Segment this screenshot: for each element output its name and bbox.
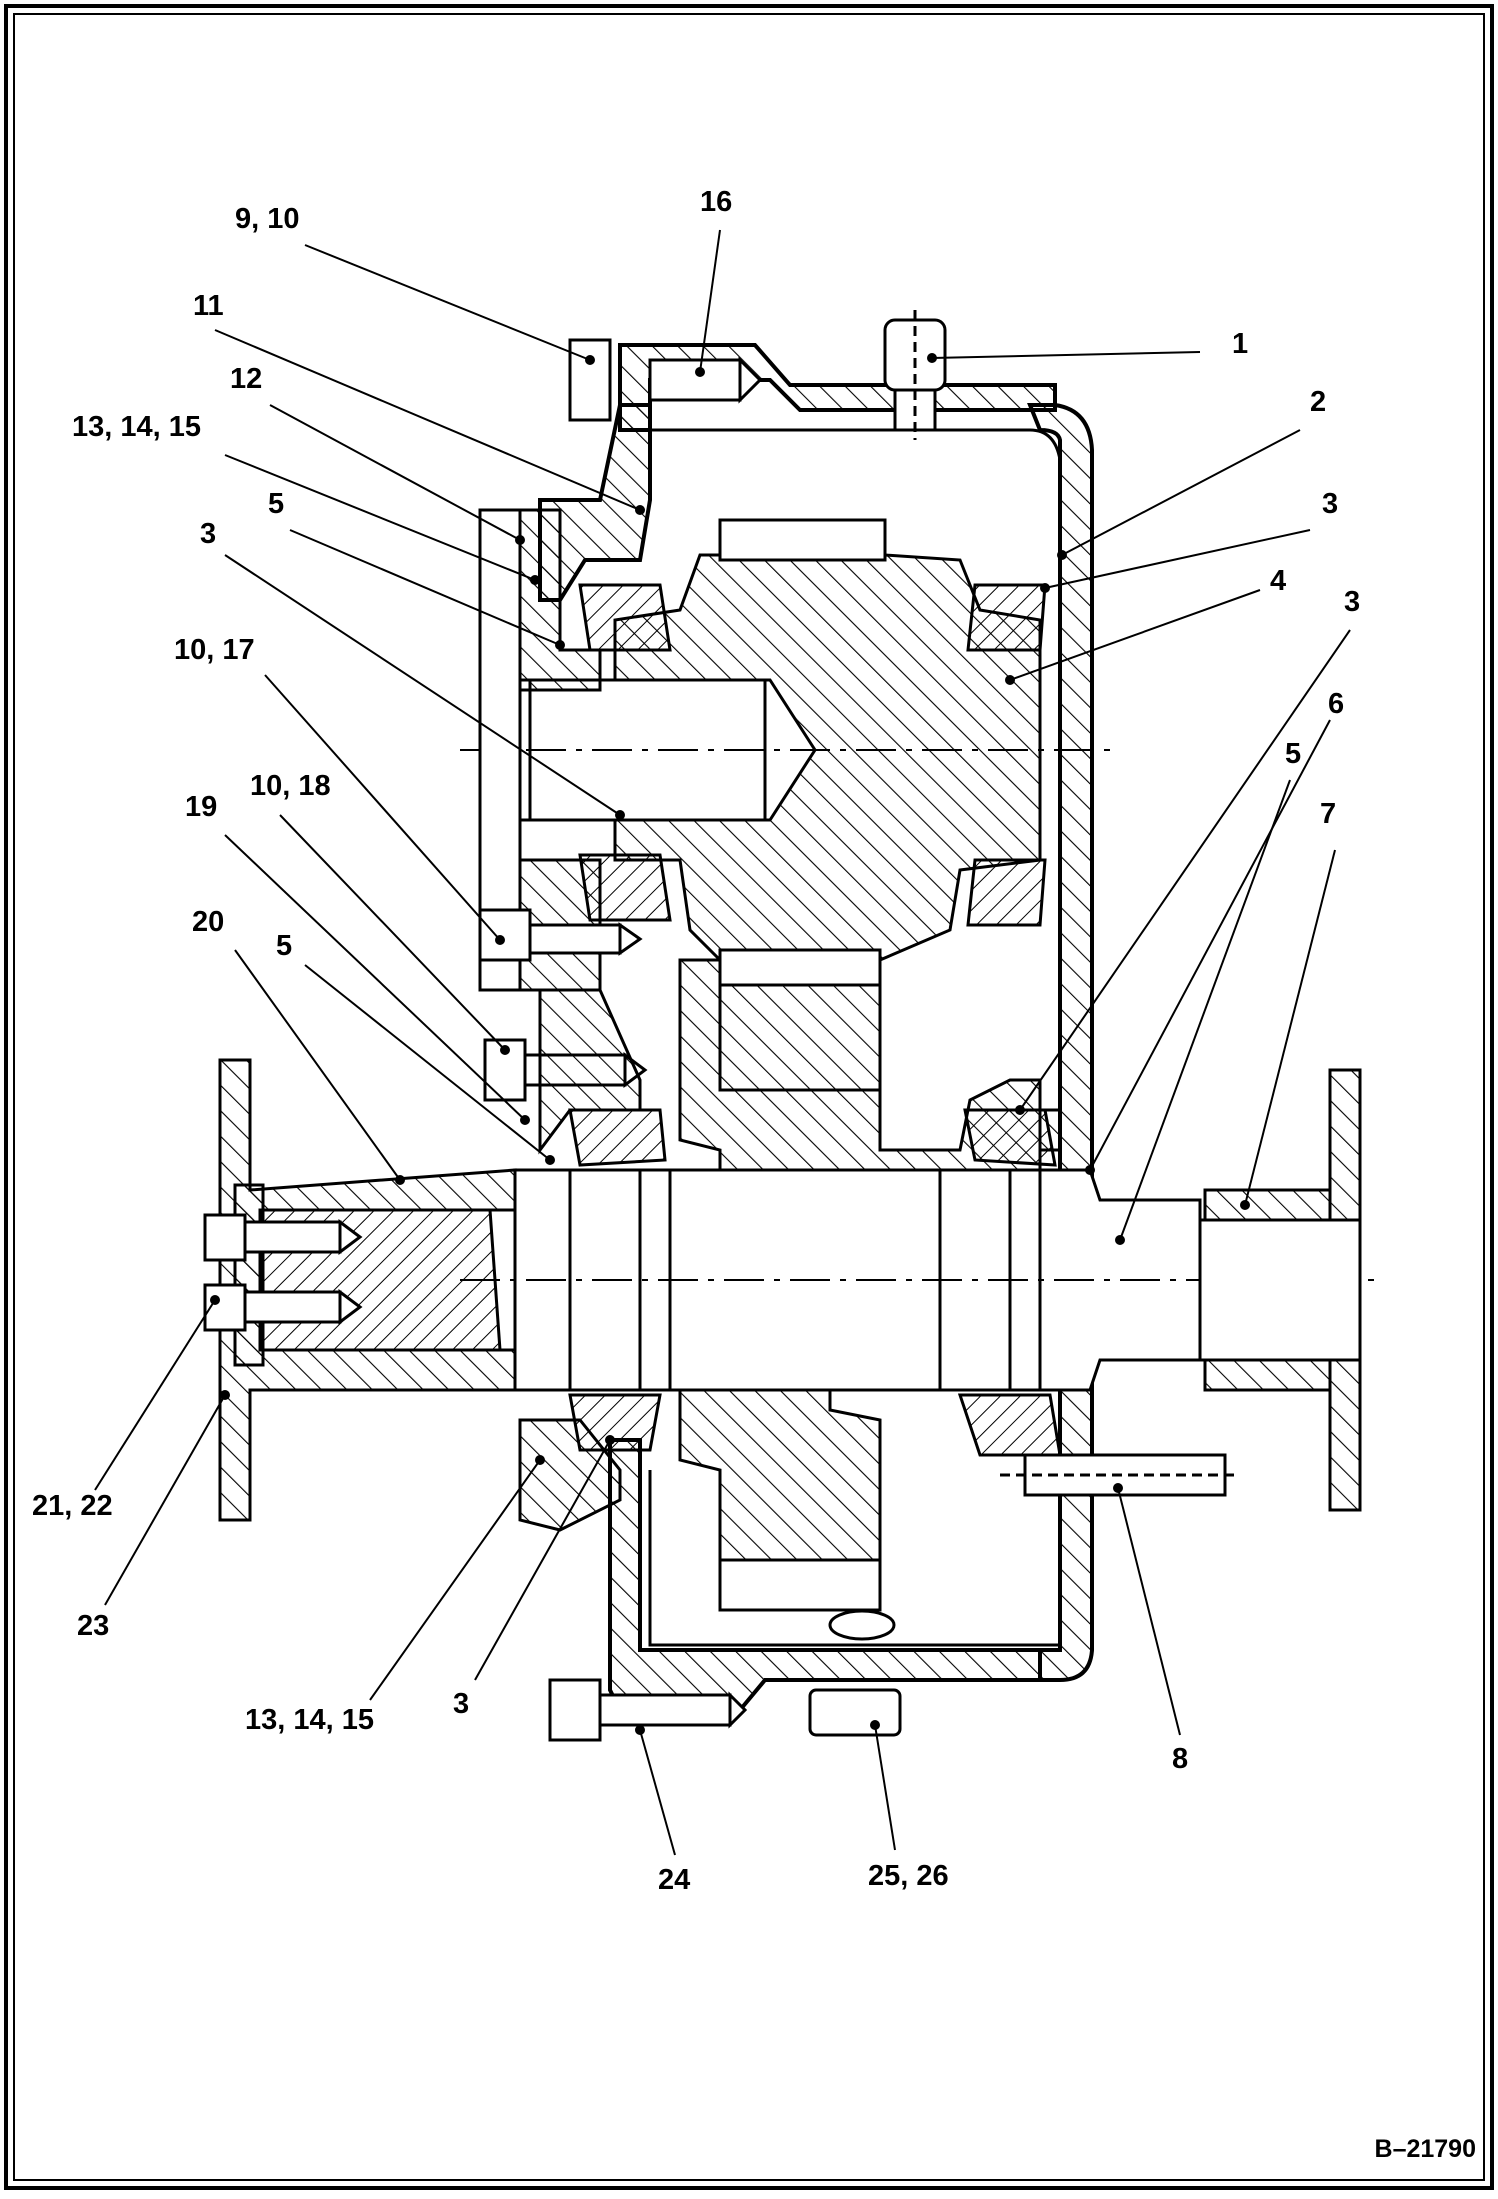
inner-border [13,13,1485,2181]
lower-bearings [568,1108,1062,1457]
callout-10-17: 10, 17 [174,634,255,666]
right-flange-bore [1198,1218,1362,1362]
upper-bearings [578,583,1047,927]
callout-20: 20 [192,906,225,938]
left-flange-bolts [203,1213,363,1332]
leader-lines [94,229,1351,1856]
callout-24: 24 [658,1864,691,1896]
output-shaft [460,1168,1380,1392]
callout-3: 3 [453,1688,470,1720]
callout-3: 3 [1344,586,1361,618]
callout-3: 3 [1322,488,1339,520]
outer-border [4,4,1494,2190]
callout-4: 4 [1270,565,1287,597]
callout-9-10: 9, 10 [235,203,300,235]
callout-2: 2 [1310,386,1327,418]
callout-7: 7 [1320,798,1337,830]
callout-19: 19 [185,791,218,823]
callout-12: 12 [230,363,263,395]
callout-3: 3 [200,518,217,550]
callout-16: 16 [700,186,733,218]
dowel-pin [718,948,882,987]
callout-5: 5 [276,930,293,962]
callout-5: 5 [268,488,285,520]
callout-5: 5 [1285,738,1302,770]
callout-23: 23 [77,1610,110,1642]
callout-10-18: 10, 18 [250,770,331,802]
callout-13-14-15: 13, 14, 15 [245,1704,374,1736]
callout-11: 11 [193,290,224,322]
figure-id: B–21790 [1374,2135,1476,2163]
callout-6: 6 [1328,688,1345,720]
left-flange [218,1058,517,1522]
callout-25-26: 25, 26 [868,1860,949,1892]
callout-13-14-15: 13, 14, 15 [72,411,201,443]
bottom-bolts [548,1453,1240,1742]
housing-lower-left [518,988,1062,1532]
callout-8: 8 [1172,1743,1189,1775]
callout-1: 1 [1232,328,1249,360]
callout-21-22: 21, 22 [32,1490,113,1522]
